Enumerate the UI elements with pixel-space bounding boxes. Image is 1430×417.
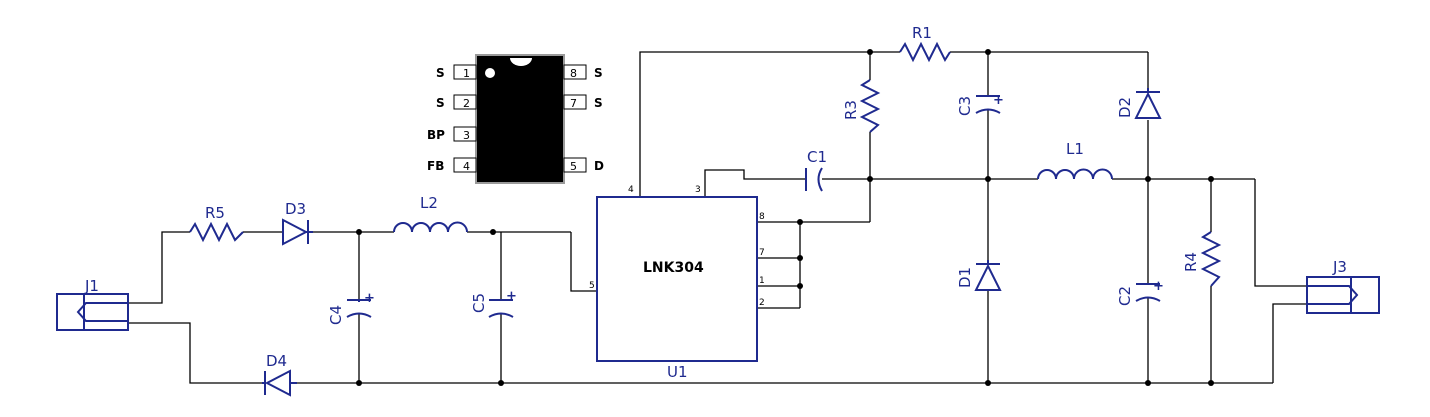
label-l1: L1 (1066, 140, 1084, 158)
label-c2: C2 (1116, 286, 1134, 306)
connector-j3: J3 (1306, 258, 1380, 314)
diode-d4: D4 (262, 352, 297, 397)
ic-u1: LNK304 U1 8 7 1 2 5 4 3 (589, 185, 765, 381)
capacitor-c5: + C5 (470, 289, 517, 318)
pkg-pin7-label: S (594, 96, 603, 110)
resistor-r1: R1 (899, 24, 951, 63)
pin-7: 7 (759, 248, 765, 258)
label-d2: D2 (1116, 97, 1134, 118)
resistor-r3: R3 (842, 79, 881, 133)
pkg-pin4-label: FB (427, 159, 444, 173)
package-pinout: S 1 S 2 BP 3 FB 4 8 S 7 S 5 D (427, 54, 604, 184)
label-d3: D3 (285, 200, 306, 218)
label-d1: D1 (956, 267, 974, 288)
pkg-pin3-label: BP (427, 128, 445, 142)
pkg-pin8-label: S (594, 66, 603, 80)
pin-4: 4 (628, 185, 634, 195)
pkg-pin5-num: 5 (570, 160, 577, 173)
label-j3: J3 (1332, 258, 1347, 276)
connector-j1: J1 (56, 277, 129, 331)
label-c5: C5 (470, 293, 488, 313)
diode-d2: D2 (1116, 88, 1162, 119)
pin-1: 1 (759, 276, 765, 286)
junction-dots (356, 49, 1214, 386)
pin-8: 8 (759, 212, 765, 222)
pkg-pin1-num: 1 (463, 67, 470, 80)
label-c3: C3 (956, 96, 974, 116)
inductor-l2: L2 (393, 194, 468, 233)
resistor-r4: R4 (1182, 231, 1222, 287)
pin1-marker (485, 68, 495, 78)
pin-5: 5 (589, 281, 595, 291)
label-j1: J1 (84, 277, 99, 295)
c4-plus: + (364, 291, 375, 306)
pkg-pin1-label: S (436, 66, 445, 80)
label-d4: D4 (266, 352, 287, 370)
label-r4: R4 (1182, 252, 1200, 272)
wires (128, 51, 1307, 384)
pkg-pin4-num: 4 (463, 160, 470, 173)
c2-plus: + (1153, 279, 1164, 294)
pkg-pin2-num: 2 (463, 97, 470, 110)
pin-3: 3 (695, 185, 701, 195)
pkg-pin2-label: S (436, 96, 445, 110)
pkg-pin7-num: 7 (570, 97, 577, 110)
label-r3: R3 (842, 100, 860, 120)
label-r1: R1 (912, 24, 932, 42)
diode-d1: D1 (956, 260, 1002, 291)
capacitor-c3: + C3 (956, 93, 1004, 116)
capacitor-c2: + C2 (1116, 279, 1164, 306)
label-c4: C4 (327, 305, 345, 325)
capacitor-c4: + C4 (327, 291, 375, 325)
capacitor-c1: C1 (805, 148, 827, 192)
label-r5: R5 (205, 204, 225, 222)
c5-plus: + (506, 289, 517, 304)
resistor-r5: R5 (189, 204, 244, 243)
inductor-l1: L1 (1037, 140, 1113, 180)
pkg-pin8-num: 8 (570, 67, 577, 80)
ic-name: LNK304 (643, 260, 704, 276)
label-l2: L2 (420, 194, 438, 212)
pkg-pin3-num: 3 (463, 129, 470, 142)
c3-plus: + (993, 93, 1004, 108)
package-notch (510, 58, 532, 66)
ic-designator: U1 (667, 363, 688, 381)
pkg-pin5-label: D (594, 159, 604, 173)
diode-d3: D3 (282, 200, 313, 246)
pin-2: 2 (759, 298, 765, 308)
label-c1: C1 (807, 148, 827, 166)
